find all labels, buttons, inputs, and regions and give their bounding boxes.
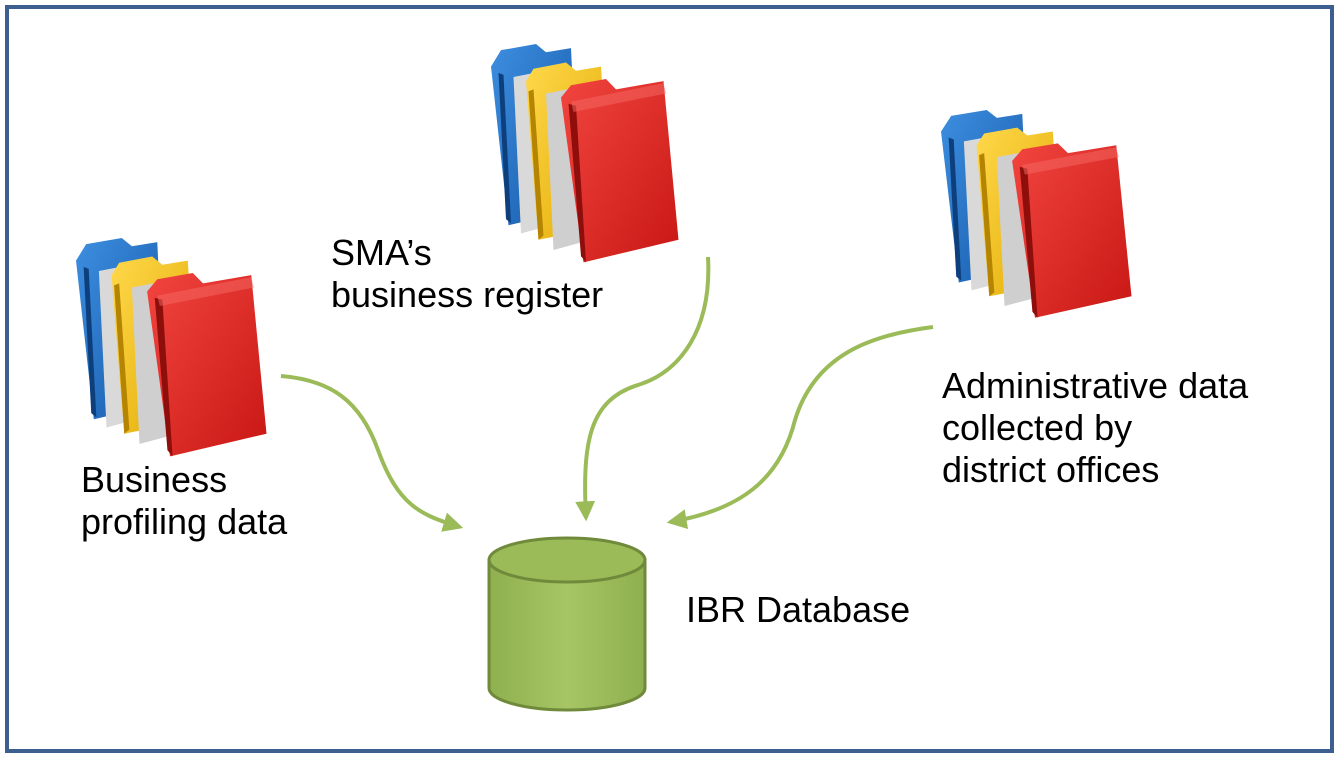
source-label-line: Business [81, 459, 228, 500]
source-label-line: SMA’s [331, 232, 432, 273]
arrow-sma-register-to-ibr [575, 256, 711, 522]
source-label-line: Administrative data [942, 365, 1249, 406]
folder-stack-sma-register-icon [491, 44, 679, 263]
slide-border [5, 5, 1334, 753]
source-label-business-profiling: Business profiling data [81, 459, 287, 543]
arrow-district-offices-to-ibr [666, 325, 934, 530]
source-label-line: profiling data [81, 501, 288, 542]
source-label-line: district offices [942, 449, 1160, 490]
arrow-business-profiling-to-ibr [280, 374, 464, 532]
source-label-district-offices: Administrative data collected by distric… [942, 365, 1248, 491]
source-label-line: business register [331, 274, 604, 315]
database-cylinder-icon [487, 536, 647, 712]
folder-stack-business-profiling-icon [76, 238, 267, 457]
folder-stack-district-offices-icon [941, 110, 1132, 318]
source-label-line: collected by [942, 407, 1133, 448]
source-label-sma-register: SMA’s business register [331, 232, 603, 316]
target-label-ibr-database: IBR Database [686, 589, 911, 630]
